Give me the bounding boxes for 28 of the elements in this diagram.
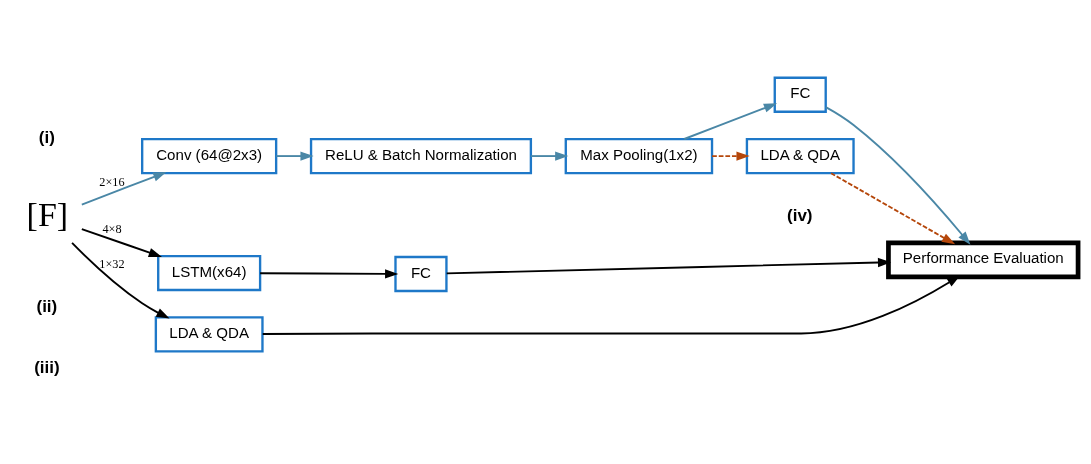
node-box: Conv (64@2x3) — [141, 137, 278, 174]
label: (iii) — [34, 357, 60, 377]
label: (i) — [38, 127, 55, 147]
label: (ii) — [36, 296, 58, 316]
node-box: FC — [394, 255, 448, 292]
arrow — [824, 105, 971, 245]
arrow — [80, 227, 162, 257]
node-text: [F] — [26, 195, 69, 233]
node-box: LDA & QDA — [154, 315, 264, 353]
arrow — [683, 102, 778, 140]
label: (iv) — [787, 205, 813, 225]
arrow — [80, 171, 167, 205]
node-box: Max Pooling(1x2) — [564, 137, 714, 174]
arrow — [259, 268, 399, 278]
node-box: FC — [773, 76, 827, 113]
node-box: LSTM(x64) — [157, 254, 262, 291]
arrow — [711, 150, 750, 161]
arrow — [275, 150, 314, 161]
arrow — [71, 241, 170, 319]
edge-label: 2×16 — [99, 174, 125, 189]
node-box: LDA & QDA — [745, 137, 855, 174]
node-box: Performance Evaluation — [886, 240, 1081, 279]
node-box: ReLU & Batch Normalization — [309, 137, 533, 174]
edge-label: 1×32 — [99, 256, 125, 271]
edge-label: 4×8 — [102, 221, 122, 236]
arrow — [529, 150, 569, 161]
arrow — [830, 171, 956, 244]
arrow — [445, 257, 892, 274]
